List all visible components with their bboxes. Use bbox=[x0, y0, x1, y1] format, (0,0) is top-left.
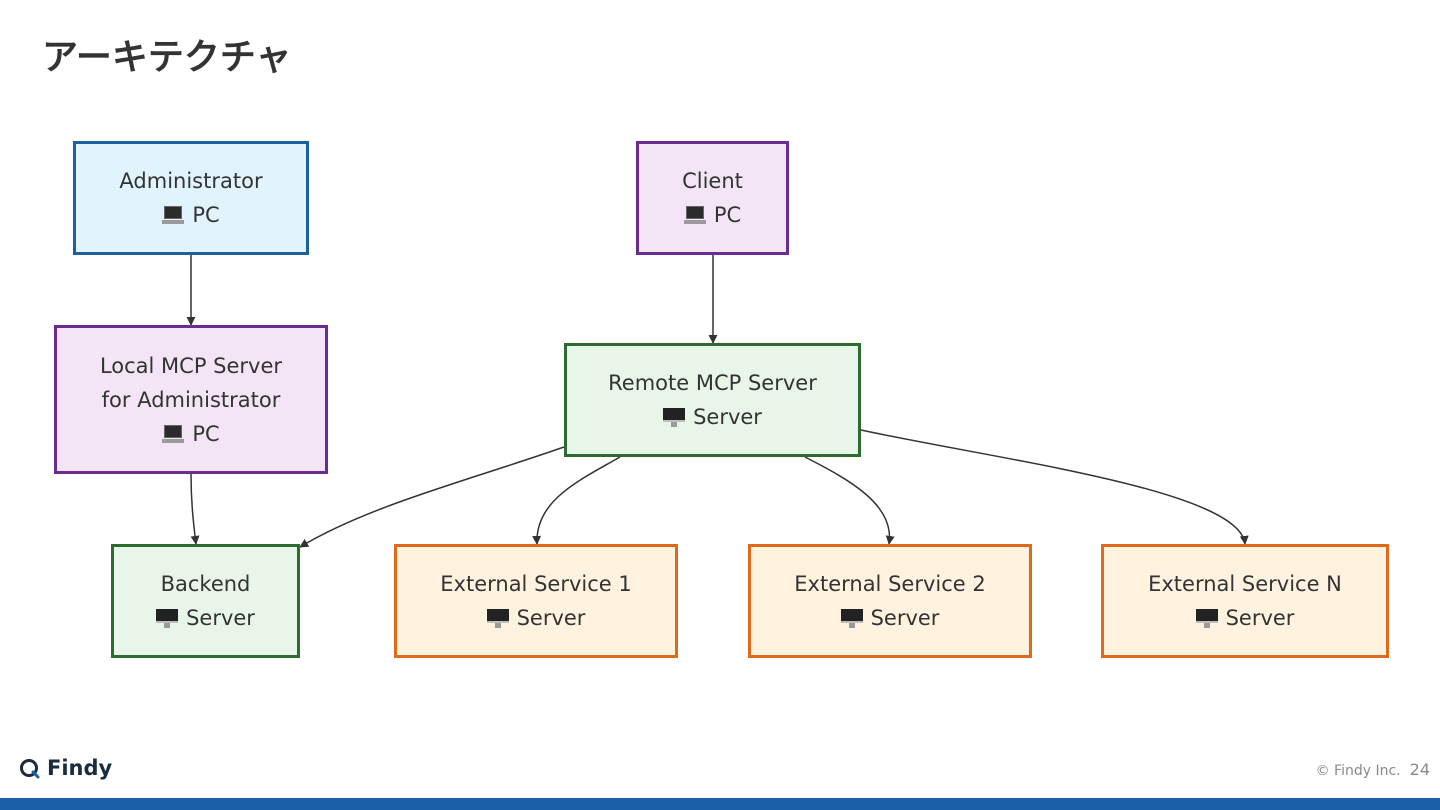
node-label: Administrator bbox=[119, 169, 263, 193]
edge-local_mcp-to-backend bbox=[190, 473, 200, 545]
desktop-icon bbox=[663, 407, 686, 427]
node-label: External Service N bbox=[1148, 572, 1342, 596]
node-device: Server bbox=[486, 601, 586, 635]
device-label: Server bbox=[516, 606, 586, 630]
device-label: Server bbox=[693, 405, 762, 429]
node-device: PC bbox=[162, 198, 220, 232]
node-device: PC bbox=[162, 417, 220, 451]
node-label: Local MCP Server bbox=[99, 353, 283, 378]
edge-remote_mcp-to-ext1 bbox=[532, 456, 621, 545]
device-label: PC bbox=[192, 421, 220, 446]
footer-info: © Findy Inc. 24 bbox=[1316, 760, 1430, 779]
device-label: PC bbox=[192, 203, 220, 227]
desktop-icon bbox=[1195, 608, 1218, 628]
slide-title: アーキテクチャ bbox=[42, 37, 292, 78]
node-label: Backend bbox=[160, 572, 251, 596]
node-label: Client bbox=[682, 169, 743, 193]
footer-brand-bar bbox=[0, 798, 1440, 810]
laptop-icon bbox=[162, 424, 185, 444]
findy-logo: Findy bbox=[19, 756, 112, 780]
desktop-icon bbox=[840, 608, 863, 628]
page-number: 24 bbox=[1409, 760, 1430, 779]
node-device: PC bbox=[683, 198, 742, 232]
node-label: Remote MCP Server bbox=[608, 371, 817, 395]
node-label: External Service 1 bbox=[440, 572, 632, 596]
node-label: for Administrator bbox=[101, 387, 281, 412]
node-label: External Service 2 bbox=[794, 572, 986, 596]
findy-logo-icon bbox=[20, 759, 40, 779]
device-label: Server bbox=[186, 606, 255, 630]
device-label: Server bbox=[870, 606, 940, 630]
node-external-service-1: External Service 1 Server bbox=[394, 544, 678, 658]
node-device: Server bbox=[156, 601, 255, 635]
device-label: PC bbox=[713, 203, 742, 227]
copyright-text: © Findy Inc. bbox=[1315, 763, 1401, 779]
node-external-service-n: External Service N Server bbox=[1101, 544, 1389, 658]
device-label: Server bbox=[1225, 606, 1295, 630]
node-device: Server bbox=[840, 601, 940, 635]
edge-remote_mcp-to-ext2 bbox=[804, 456, 895, 545]
laptop-icon bbox=[683, 205, 706, 225]
edge-remote_mcp-to-backend bbox=[299, 446, 565, 548]
edge-remote_mcp-to-extN bbox=[860, 429, 1249, 545]
node-external-service-2: External Service 2 Server bbox=[748, 544, 1032, 658]
desktop-icon bbox=[486, 608, 509, 628]
node-device: Server bbox=[663, 400, 762, 434]
laptop-icon bbox=[162, 205, 185, 225]
node-device: Server bbox=[1195, 601, 1295, 635]
findy-logo-text: Findy bbox=[47, 756, 113, 780]
desktop-icon bbox=[156, 608, 179, 628]
